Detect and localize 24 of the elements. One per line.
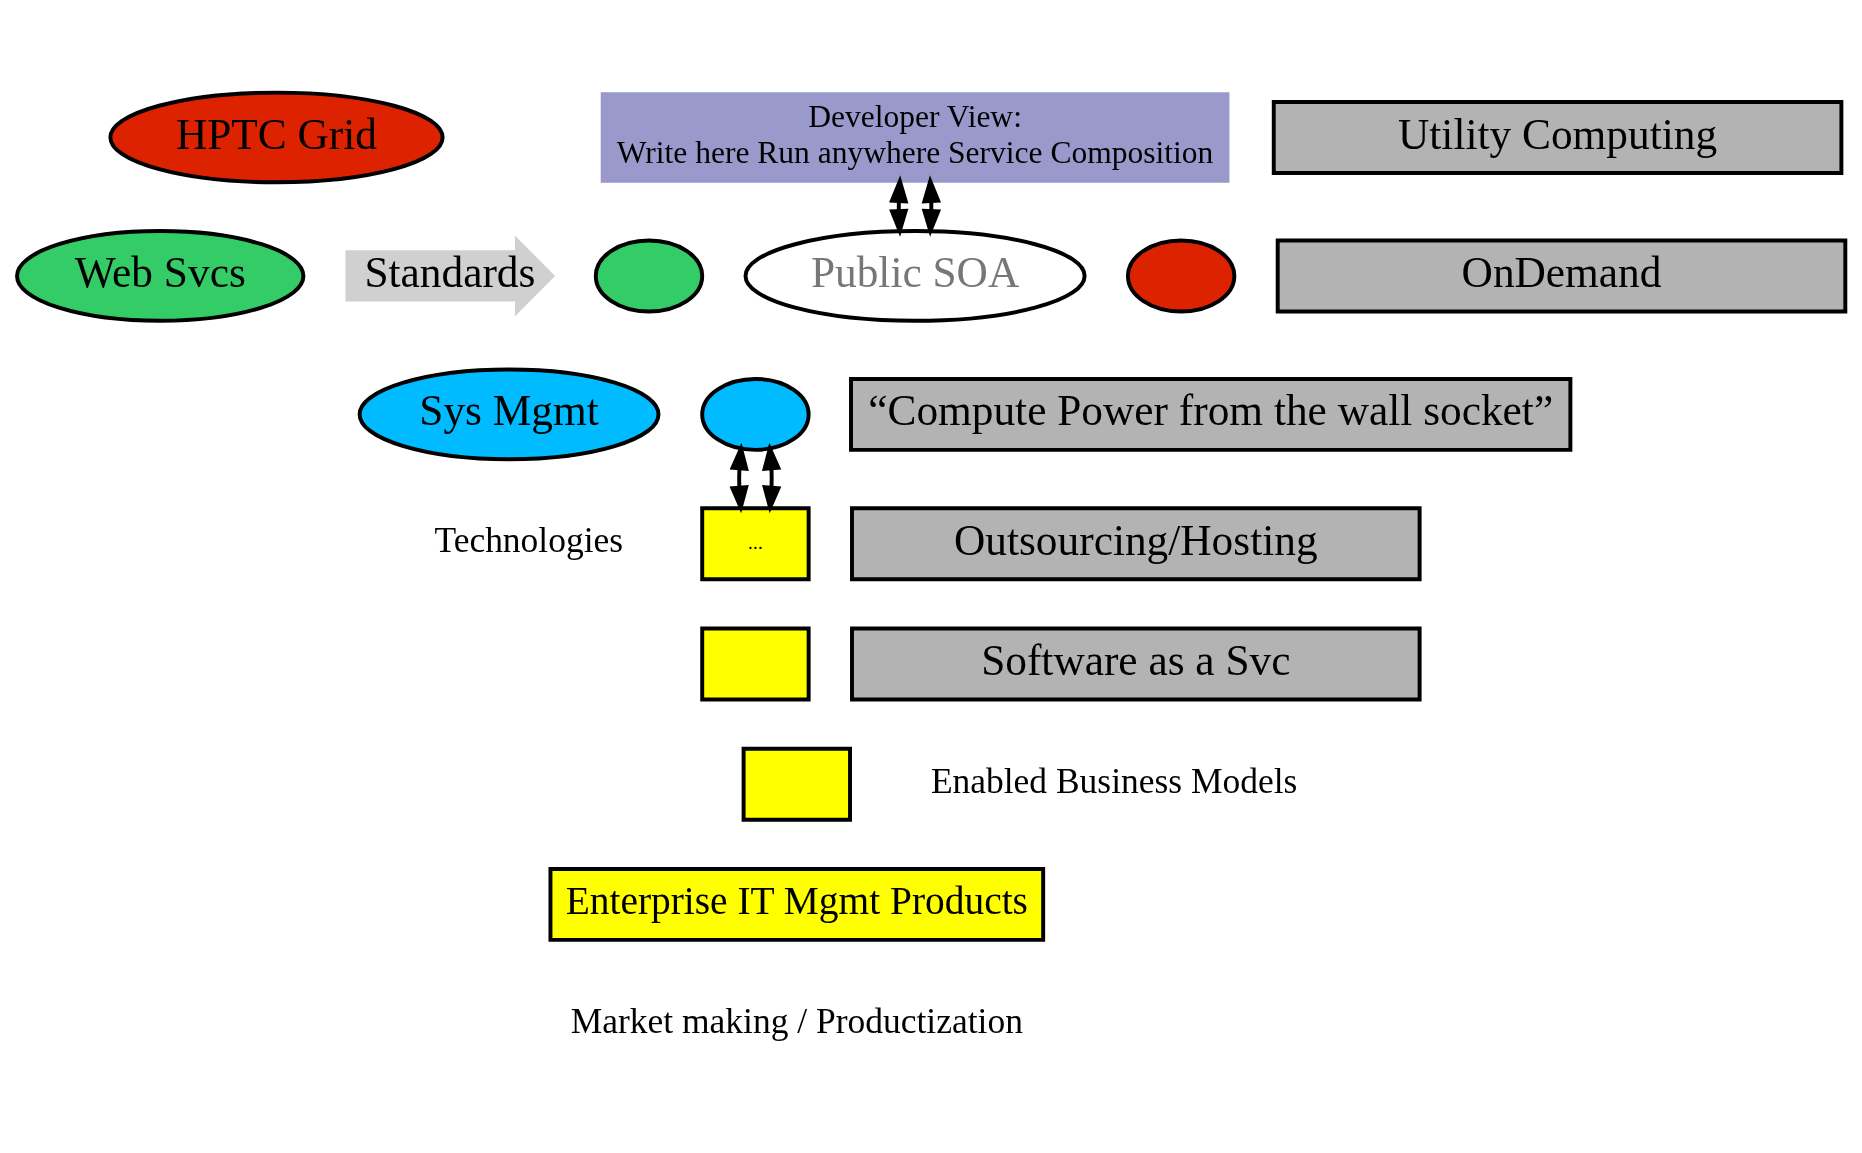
node-circle: [700, 376, 811, 452]
label: Technologies: [434, 520, 624, 561]
node-ellipse: Web Svcs: [15, 229, 306, 323]
node-box: Software as a Svc: [850, 626, 1422, 702]
label: Enabled Business Models: [930, 760, 1298, 801]
node-ellipse: Public SOA: [743, 229, 1087, 323]
node-box: Enterprise IT Mgmt Products: [548, 866, 1046, 942]
arrow: [921, 175, 942, 237]
arrow: [889, 175, 909, 237]
node-box: [741, 746, 852, 822]
node-box: Outsourcing/Hosting: [850, 506, 1422, 582]
node-box: ...: [700, 506, 811, 582]
arrow: [729, 442, 749, 514]
node-ellipse: Sys Mgmt: [357, 367, 661, 462]
node-ellipse: HPTC Grid: [108, 90, 445, 185]
node-box: Utility Computing: [1271, 100, 1844, 175]
node-box: Developer View: Write here Run anywhere Service Composition: [600, 92, 1230, 183]
label: Market making / Productization: [570, 1001, 1023, 1042]
node-circle: [593, 238, 705, 314]
node-box: [700, 626, 811, 702]
arrow: [762, 442, 782, 514]
node-circle: [1125, 238, 1237, 314]
node-box: “Compute Power from the wall socket”: [849, 376, 1573, 452]
node-box: OnDemand: [1275, 238, 1848, 314]
